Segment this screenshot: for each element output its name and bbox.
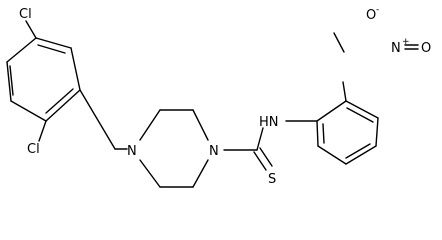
n-o-top-bond xyxy=(333,32,345,53)
atom-n-nitro: N xyxy=(391,41,401,56)
atom-n-piperazine-left: N xyxy=(127,144,137,159)
atom-nh: HN xyxy=(259,115,279,130)
dichlorophenyl-ring xyxy=(6,37,81,122)
c-s-double-bond-b xyxy=(259,147,273,167)
atom-cl-left: Cl xyxy=(27,142,40,157)
c-cl-left-bond xyxy=(38,120,47,142)
nitrophenyl-ring xyxy=(316,100,379,165)
piperazine-ring xyxy=(139,109,209,188)
atom-cl-top: Cl xyxy=(19,7,32,22)
c-no2-bond xyxy=(342,81,347,102)
c-cl-top-bond xyxy=(25,20,37,39)
c-nh-bond xyxy=(256,127,264,151)
ch2-bond-1 xyxy=(79,89,116,150)
c-s-double-bond-a xyxy=(253,151,267,171)
atom-o-nitro-top: O xyxy=(366,8,376,23)
molecule-diagram: Cl Cl N N HN S N + O - O xyxy=(6,5,431,188)
structure-canvas: Cl Cl N N HN S N + O - O xyxy=(6,5,432,188)
atom-n-nitro-charge: + xyxy=(402,37,410,47)
atom-o-nitro-top-charge: - xyxy=(376,5,379,15)
atom-o-nitro-right: O xyxy=(421,41,431,56)
atom-n-piperazine-right: N xyxy=(209,144,219,159)
atom-s: S xyxy=(268,172,276,187)
